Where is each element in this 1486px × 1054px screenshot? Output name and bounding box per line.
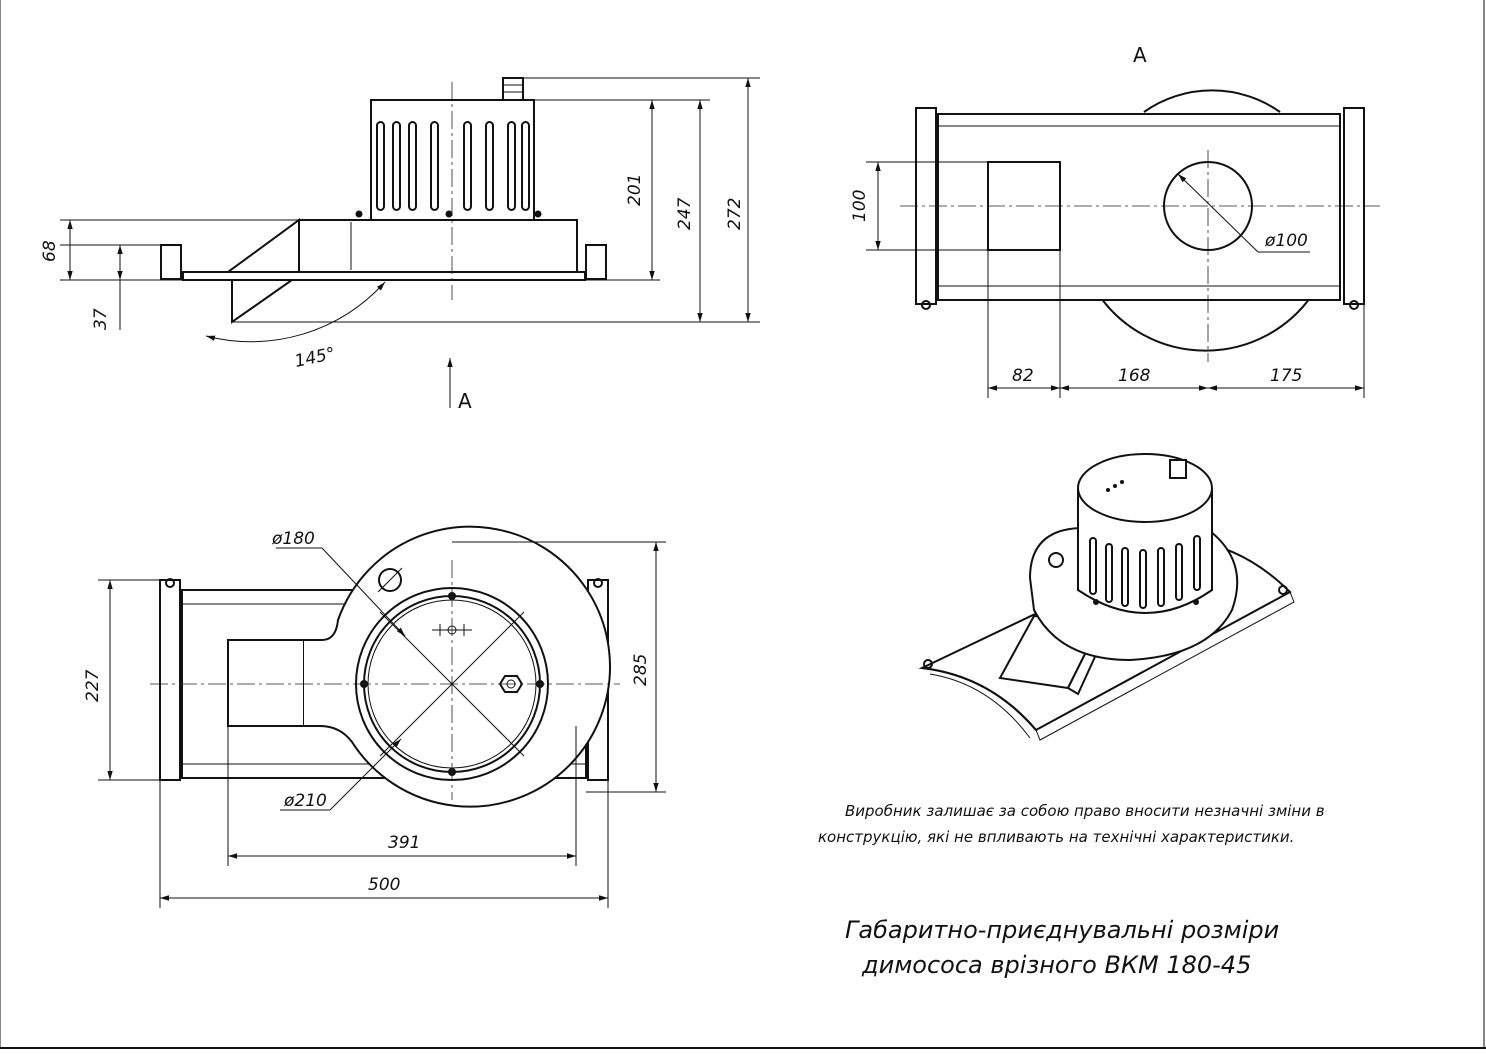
iso-cable-gland: [1169, 459, 1187, 479]
dim-285: 285: [631, 654, 651, 686]
motor-housing: [370, 99, 535, 221]
dim-angle-145: 145°: [293, 344, 337, 372]
dim-100: 100: [850, 190, 870, 222]
top-view: [98, 525, 666, 908]
title-line-1: Габаритно-приєднувальні розміри: [845, 916, 1279, 944]
outlet-duct: [227, 639, 305, 727]
dim-dia180: ø180: [271, 529, 315, 549]
inlet-duct: [224, 218, 300, 273]
view-a-title: A: [1133, 43, 1147, 67]
dim-168: 168: [1118, 366, 1151, 386]
isometric-view: [918, 453, 1295, 741]
left-clamp: [160, 244, 182, 280]
dim-37: 37: [91, 308, 111, 330]
dim-82: 82: [1012, 366, 1034, 386]
dim-391: 391: [388, 833, 420, 853]
base-plate: [182, 271, 586, 281]
motor-bolts: [355, 210, 542, 218]
note-line-2: конструкцію, які не впливають на технічн…: [818, 828, 1294, 846]
dim-dia100: ø100: [1264, 231, 1308, 251]
front-view: [60, 77, 760, 408]
notes: Виробник залишає за собою право вносити …: [818, 802, 1325, 846]
view-a-dimensions: A 100 ø100 82 168 175: [850, 43, 1308, 386]
outlet-nozzle: [231, 279, 296, 324]
cable-gland: [502, 77, 524, 101]
iso-vent-slots: [1089, 535, 1201, 609]
left-clamp: [159, 579, 181, 781]
mounting-hole: [378, 568, 402, 592]
dim-dia210: ø210: [283, 791, 327, 811]
dim-68: 68: [40, 240, 60, 262]
dim-175: 175: [1270, 366, 1302, 386]
motor-vent-slots: [376, 121, 530, 211]
right-clamp: [585, 244, 607, 280]
title-block: Габаритно-приєднувальні розміри димососа…: [845, 916, 1279, 979]
top-view-dimensions: ø180 ø210 227 285 391 500: [83, 529, 651, 895]
section-marker-a: A: [458, 389, 472, 413]
dim-201: 201: [625, 174, 645, 206]
dim-500: 500: [368, 875, 400, 895]
fan-casing: [298, 219, 578, 273]
note-line-1: Виробник залишає за собою право вносити …: [845, 802, 1325, 820]
dim-227: 227: [83, 669, 103, 702]
dim-247: 247: [675, 197, 695, 230]
view-a: [866, 89, 1380, 398]
dim-272: 272: [725, 198, 745, 230]
iso-motor-top: [1077, 453, 1213, 523]
title-line-2: димососа врізного ВКМ 180-45: [861, 951, 1251, 979]
